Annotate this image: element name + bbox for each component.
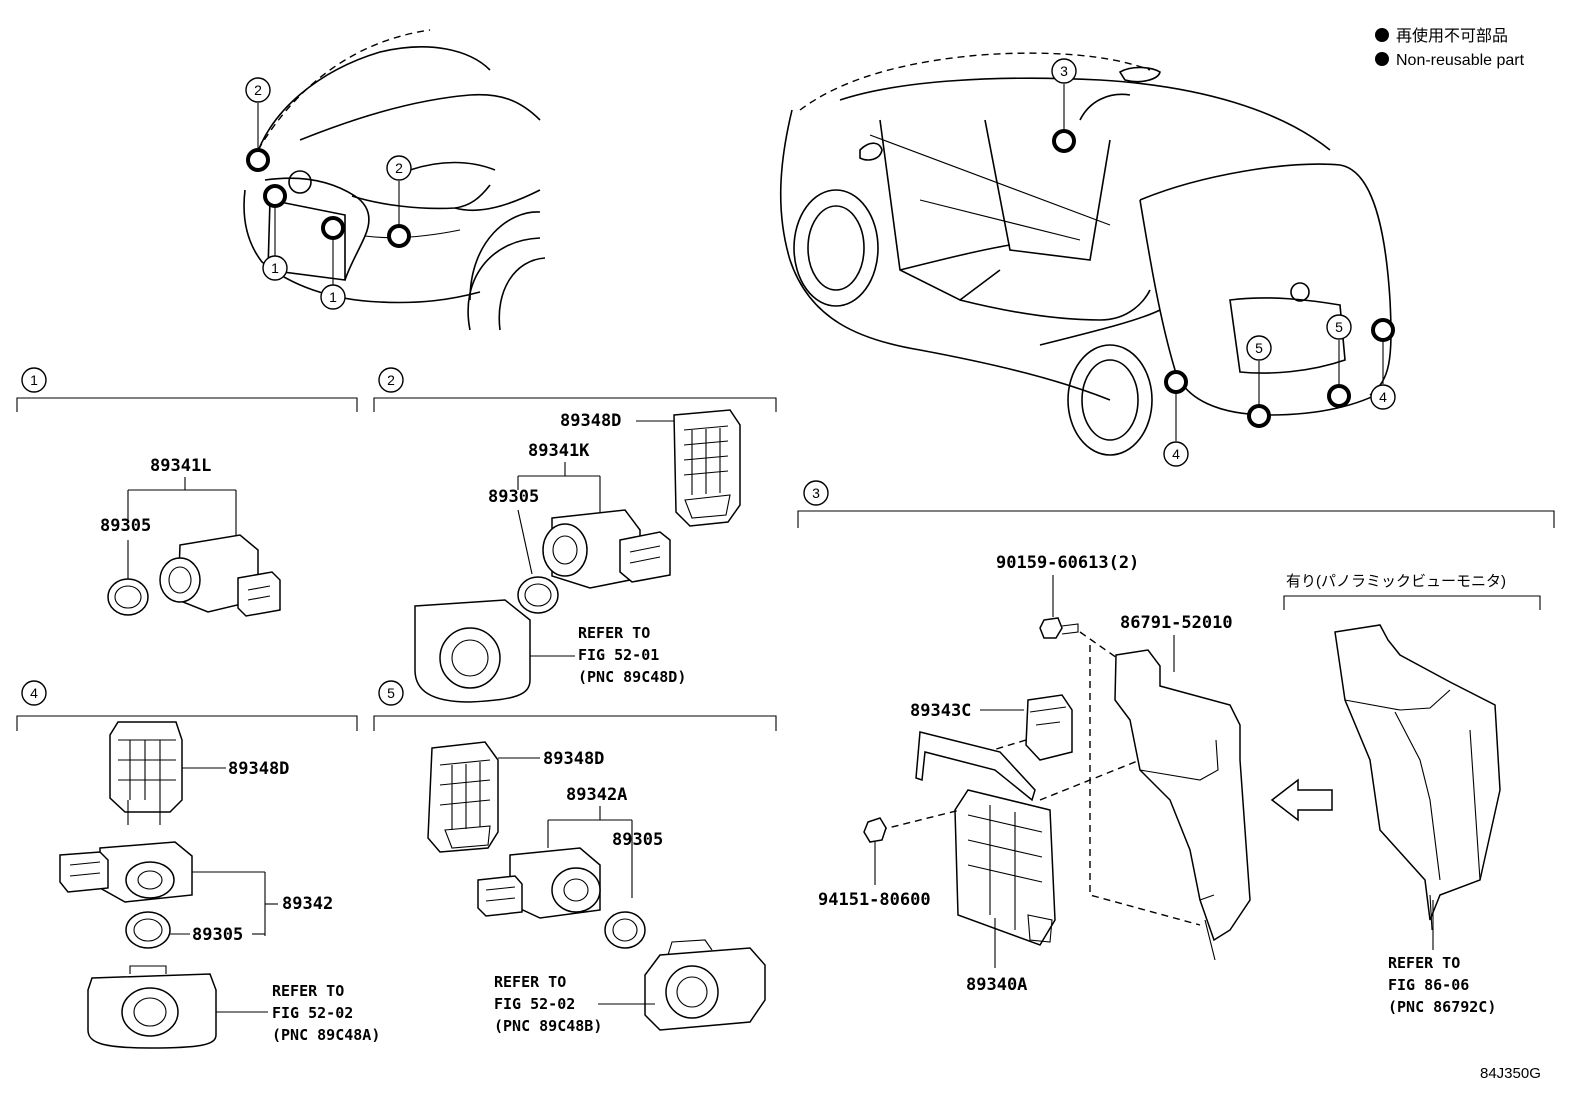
- sensor-marker: [387, 224, 411, 248]
- callout-5: 5: [1326, 314, 1352, 340]
- refer-line-3: (PNC 89C48D): [578, 668, 686, 686]
- refer-line-2: FIG 86-06: [1388, 976, 1469, 994]
- front-vehicle-view: [243, 29, 546, 331]
- refer-line-1: REFER TO: [1388, 954, 1460, 972]
- callout-1: 1: [320, 284, 346, 310]
- legend: 再使用不可部品 Non-reusable part: [1375, 27, 1525, 69]
- part-86791-52010: 86791-52010: [1120, 613, 1233, 633]
- svg-text:2: 2: [395, 160, 403, 176]
- svg-text:1: 1: [271, 260, 279, 276]
- svg-text:2: 2: [254, 82, 262, 98]
- part-89343C: 89343C: [910, 701, 971, 721]
- section-4-callout: 4: [21, 680, 47, 706]
- svg-text:1: 1: [329, 289, 337, 305]
- section-4: 4 89348D 89342 89305 REFER TO FIG 52-02 …: [16, 680, 380, 1049]
- sensor-marker: [263, 184, 287, 208]
- refer-line-1: REFER TO: [272, 982, 344, 1000]
- svg-text:4: 4: [30, 685, 38, 701]
- part-89305: 89305: [192, 925, 243, 945]
- section-2-callout: 2: [378, 367, 404, 393]
- refer-line-1: REFER TO: [494, 973, 566, 991]
- callout-3: 3: [1051, 58, 1077, 84]
- callout-5: 5: [1246, 335, 1272, 361]
- callout-4: 4: [1370, 384, 1396, 410]
- section-5-callout: 5: [378, 680, 404, 706]
- part-89305: 89305: [100, 516, 151, 536]
- part-90159-60613: 90159-60613(2): [996, 553, 1139, 573]
- sensor-marker: [321, 216, 345, 240]
- svg-text:3: 3: [812, 485, 820, 501]
- svg-text:3: 3: [1060, 63, 1068, 79]
- part-89305: 89305: [488, 487, 539, 507]
- part-89348D: 89348D: [543, 749, 604, 769]
- part-89348D: 89348D: [560, 411, 621, 431]
- part-89341L: 89341L: [150, 456, 211, 476]
- section-3: 3 90159-60613(2) 86791-52010 89343C 9415…: [797, 480, 1555, 1016]
- svg-text:2: 2: [387, 372, 395, 388]
- sensor-marker: [246, 148, 270, 172]
- section-3-callout: 3: [803, 480, 829, 506]
- part-89341K: 89341K: [528, 441, 590, 461]
- section-2: 2 89348D 89341K 89305 REFER TO FIG 52-01…: [373, 367, 777, 703]
- svg-text:4: 4: [1172, 446, 1180, 462]
- legend-dot-icon: [1375, 28, 1389, 42]
- part-89342A: 89342A: [566, 785, 627, 805]
- sensor-marker: [1164, 370, 1188, 394]
- refer-line-3: (PNC 89C48B): [494, 1017, 602, 1035]
- part-89342: 89342: [282, 894, 333, 914]
- callout-2: 2: [245, 77, 271, 103]
- callout-2: 2: [386, 155, 412, 181]
- figure-code: 84J350G: [1480, 1065, 1541, 1082]
- part-89348D: 89348D: [228, 759, 289, 779]
- svg-text:5: 5: [1255, 340, 1263, 356]
- refer-line-3: (PNC 86792C): [1388, 998, 1496, 1016]
- section-5: 5 89348D 89342A 89305 REFER TO FIG 52-02…: [373, 680, 777, 1035]
- legend-jp: 再使用不可部品: [1396, 27, 1508, 45]
- part-89340A: 89340A: [966, 975, 1027, 995]
- legend-dot-icon: [1375, 52, 1389, 66]
- part-89305: 89305: [612, 830, 663, 850]
- sensor-marker: [1052, 129, 1076, 153]
- legend-en: Non-reusable part: [1396, 52, 1525, 69]
- refer-line-2: FIG 52-02: [272, 1004, 353, 1022]
- section-1: 1 89341L 89305: [16, 367, 358, 617]
- sensor-marker: [1371, 318, 1395, 342]
- option-label: 有り(パノラミックビューモニタ): [1286, 573, 1506, 590]
- arrow-left-icon: [1270, 778, 1333, 822]
- refer-line-2: FIG 52-01: [578, 646, 659, 664]
- refer-line-1: REFER TO: [578, 624, 650, 642]
- refer-line-3: (PNC 89C48A): [272, 1026, 380, 1044]
- callout-4: 4: [1163, 441, 1189, 467]
- section-1-callout: 1: [21, 367, 47, 393]
- svg-text:5: 5: [1335, 319, 1343, 335]
- part-94151-80600: 94151-80600: [818, 890, 931, 910]
- callout-1: 1: [262, 255, 288, 281]
- svg-text:5: 5: [387, 685, 395, 701]
- sensor-marker: [1327, 384, 1351, 408]
- svg-text:1: 1: [30, 372, 38, 388]
- svg-text:4: 4: [1379, 389, 1387, 405]
- sensor-marker: [1247, 404, 1271, 428]
- refer-line-2: FIG 52-02: [494, 995, 575, 1013]
- rear-vehicle-view: [779, 52, 1395, 456]
